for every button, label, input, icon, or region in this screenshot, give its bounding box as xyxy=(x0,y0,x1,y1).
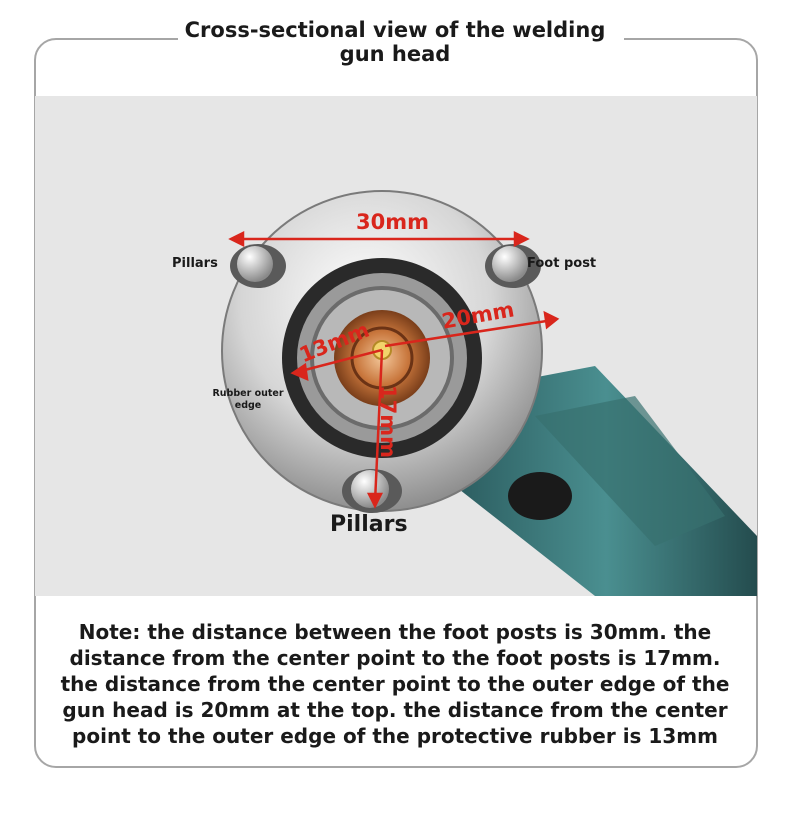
arrow-17mm xyxy=(373,349,384,503)
arrow-20mm xyxy=(384,318,554,348)
note-line-1: Note: the distance between the foot post… xyxy=(78,620,712,644)
label-rubber-line-2: edge xyxy=(234,400,262,411)
pillar-right xyxy=(485,244,541,288)
handle-button xyxy=(508,472,572,520)
label-foot-post: Foot post xyxy=(527,256,597,271)
label-pillars-bottom: Pillars xyxy=(330,512,408,537)
note-line-2: distance from the center point to the fo… xyxy=(69,646,721,670)
note-text: Note: the distance between the foot post… xyxy=(40,619,750,749)
note-line-5: point to the outer edge of the protectiv… xyxy=(72,724,718,748)
arrow-13mm xyxy=(296,348,383,374)
welding-gun-head-photo xyxy=(35,96,757,596)
title-line-1: Cross-sectional view of the welding xyxy=(184,18,606,42)
gun-head-diagram xyxy=(221,190,757,596)
dim-label-17mm: 17mm xyxy=(376,385,400,458)
note-line-4: gun head is 20mm at the top. the distanc… xyxy=(62,698,728,722)
handle-ridge xyxy=(535,396,725,546)
title-backdrop xyxy=(178,20,624,70)
pillar-left xyxy=(230,244,286,288)
dim-label-30mm: 30mm xyxy=(356,210,429,234)
label-rubber-line-1: Rubber outer xyxy=(212,388,284,399)
pillar-bottom xyxy=(342,469,402,513)
dimension-arrows xyxy=(228,230,560,509)
title-line-2: gun head xyxy=(339,42,451,66)
note-line-3: the distance from the center point to th… xyxy=(60,672,730,696)
label-rubber-outer-edge: Rubber outer edge xyxy=(206,388,290,412)
page-title: Cross-sectional view of the welding gun … xyxy=(178,18,612,66)
label-pillars-left: Pillars xyxy=(172,256,218,271)
